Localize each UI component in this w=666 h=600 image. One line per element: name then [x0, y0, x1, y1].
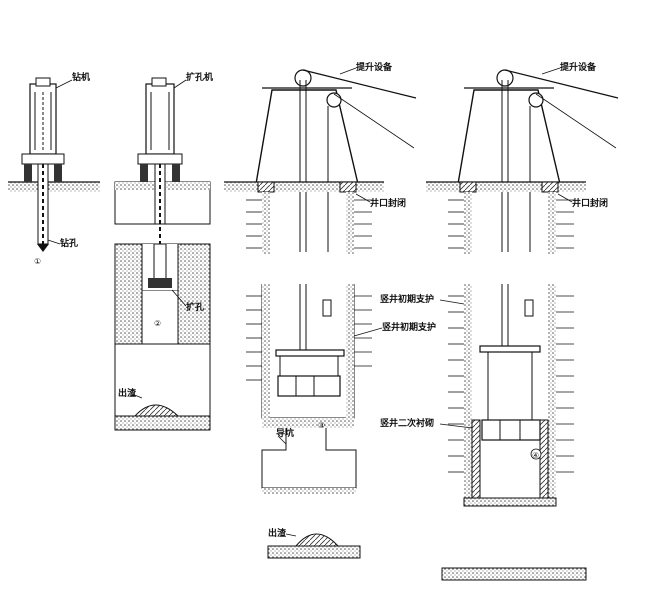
headframe-1 — [255, 89, 359, 185]
stage-3-shaft-sinking: 提升设备 井口封闭 竖井初期支护 ③ 导坑 出渣 — [224, 61, 436, 559]
label-muck-out-2: 出渣 — [268, 527, 287, 539]
stage-2-reaming: 扩孔机 扩孔 ② 出渣 — [114, 71, 213, 431]
label-pilot-hole: 钻孔 — [60, 237, 78, 249]
stage-number-3: ③ — [318, 421, 325, 430]
label-support-c: 竖井二次衬砌 — [380, 417, 434, 429]
label-support-b: 竖井初期支护 — [382, 321, 436, 333]
stage-number-1: ① — [34, 257, 41, 266]
label-reamer-rig: 扩孔机 — [186, 71, 213, 83]
label-reaming: 扩孔 — [186, 301, 204, 313]
stage-number-2: ② — [154, 319, 161, 328]
label-drill-rig: 钻机 — [72, 71, 90, 83]
headframe-2 — [457, 89, 561, 185]
reamer-rig — [145, 83, 175, 155]
label-collar-2: 井口封闭 — [572, 197, 608, 209]
label-muck-out-1: 出渣 — [118, 387, 137, 399]
label-drift: 导坑 — [276, 427, 294, 439]
label-collar-1: 井口封闭 — [370, 197, 406, 209]
label-hoist-1: 提升设备 — [356, 61, 393, 73]
label-support-a: 竖井初期支护 — [380, 293, 434, 305]
label-hoist-2: 提升设备 — [560, 61, 597, 73]
stage-1-pilot-drilling: 钻机 钻孔 ① — [8, 71, 100, 266]
stage-number-4: ④ — [532, 451, 539, 460]
stage-4-secondary-lining: 提升设备 井口封闭 竖井初期支护 竖井二次衬砌 ④ — [380, 61, 619, 581]
